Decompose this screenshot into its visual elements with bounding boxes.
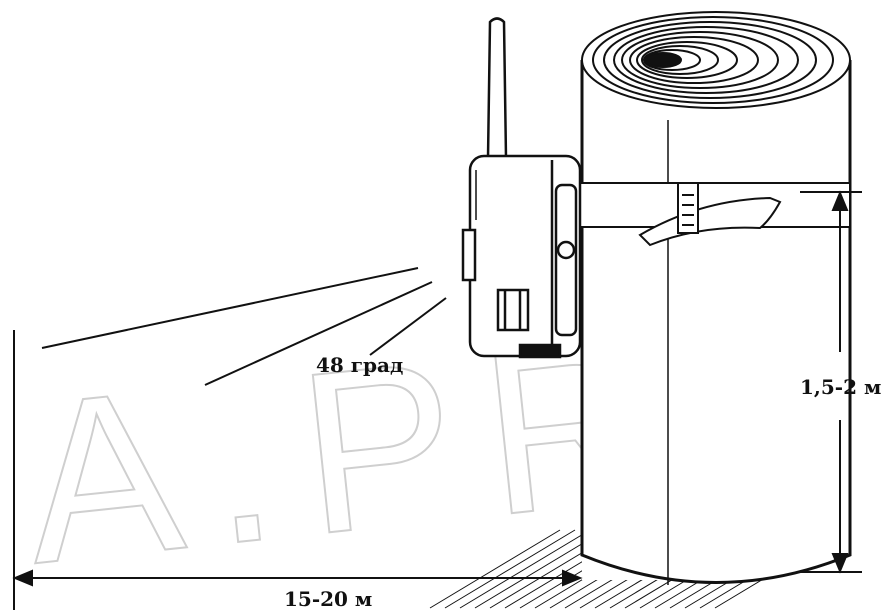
distance-dimension bbox=[12, 330, 583, 610]
distance-label: 15-20 м bbox=[284, 587, 372, 611]
field-of-view-lines bbox=[41, 267, 447, 386]
tree-trunk-icon bbox=[580, 11, 852, 585]
antenna-icon bbox=[486, 17, 508, 160]
height-dimension bbox=[800, 190, 862, 574]
strap-icon bbox=[574, 182, 851, 247]
angle-label: 48 град bbox=[316, 353, 403, 377]
height-label: 1,5-2 м bbox=[800, 375, 881, 399]
trail-camera-icon bbox=[461, 154, 582, 359]
tree-rings bbox=[581, 11, 851, 109]
